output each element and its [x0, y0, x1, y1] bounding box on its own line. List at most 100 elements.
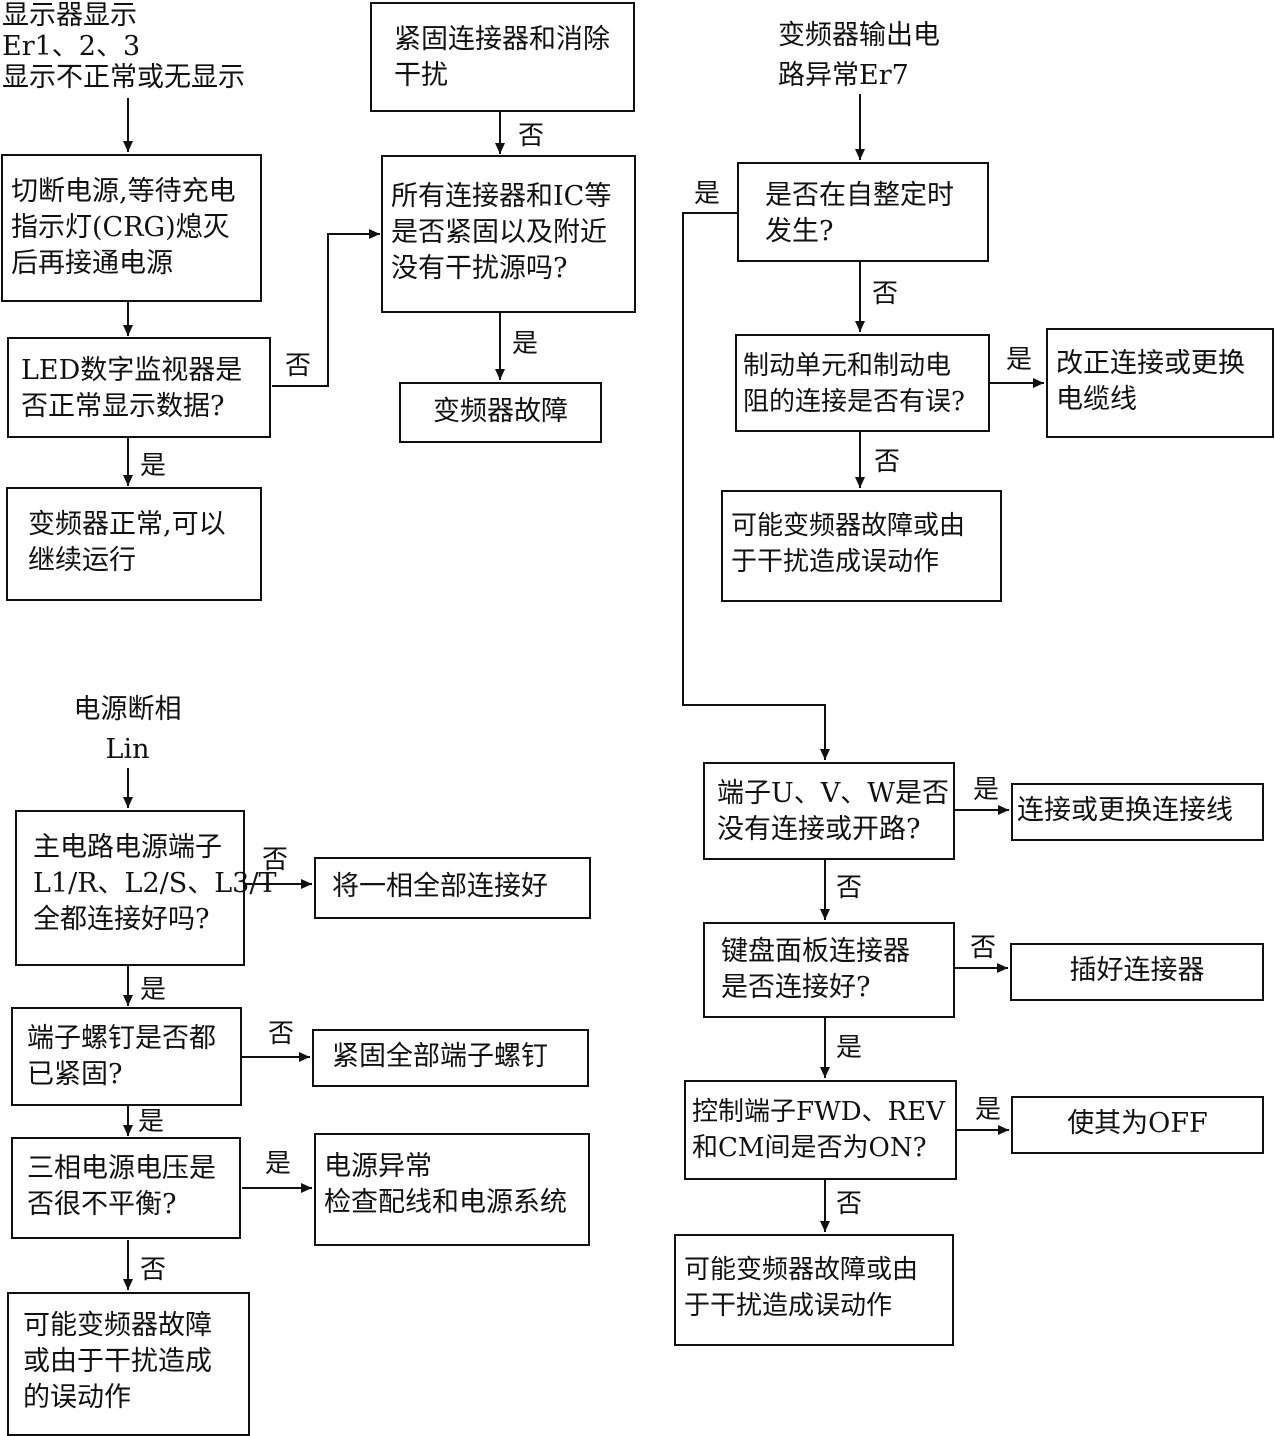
- flow1-step-power-cycle-line: 切断电源,等待充电: [11, 176, 236, 207]
- flow3-action-fix-brake-line: 改正连接或更换: [1056, 348, 1245, 379]
- flow3-question-autotune: 是否在自整定时发生?: [737, 162, 989, 262]
- label-ctrl-no: 否: [836, 1189, 863, 1219]
- flow3-question-keypad-line: 是否连接好?: [721, 972, 871, 1003]
- flow3-action-fix-brake-line: 电缆线: [1056, 384, 1137, 415]
- flow3-result-brake-fault-line: 可能变频器故障或由: [731, 511, 966, 541]
- flow3-question-keypad: 键盘面板连接器是否连接好?: [703, 922, 955, 1018]
- flow3-action-set-off-line: 使其为OFF: [1067, 1108, 1208, 1139]
- flow2-question-screws: 端子螺钉是否都已紧固?: [11, 1007, 242, 1106]
- flow3-question-brake-line: 制动单元和制动电: [743, 351, 952, 381]
- label-connector-yes: 是: [512, 329, 539, 359]
- label-brake-no: 否: [874, 447, 901, 477]
- label-brake-yes: 是: [1006, 345, 1033, 375]
- label-uvw-no: 否: [836, 873, 863, 903]
- flow2-result-possible-fault-line: 的误动作: [23, 1382, 131, 1413]
- flow3-result-brake-fault-line: 于干扰造成误动作: [731, 547, 940, 577]
- flow3-title: 变频器输出电路异常Er7: [778, 16, 940, 96]
- flow2-question-voltage-imbalance-line: 三相电源电压是: [27, 1153, 216, 1184]
- flow1-action-fix-connectors-line: 紧固连接器和消除: [394, 24, 610, 55]
- flow3-question-control-terminals-line: 和CM间是否为ON?: [692, 1133, 927, 1163]
- flow3-result-brake-fault: 可能变频器故障或由于干扰造成误动作: [721, 490, 1002, 602]
- label-terminals-yes: 是: [140, 975, 167, 1005]
- flow3-question-keypad-line: 键盘面板连接器: [721, 936, 910, 967]
- flow1-result-normal: 变频器正常,可以继续运行: [6, 487, 262, 601]
- flow2-action-tighten-screws: 紧固全部端子螺钉: [312, 1029, 589, 1087]
- flow3-action-uvw-line: 连接或更换连接线: [1017, 795, 1233, 826]
- flow2-result-possible-fault: 可能变频器故障或由于干扰造成的误动作: [7, 1292, 250, 1436]
- label-uvw-yes: 是: [973, 775, 1000, 805]
- flow1-question-connectors: 所有连接器和IC等是否紧固以及附近没有干扰源吗?: [381, 155, 636, 313]
- flow2-question-main-terminals-line: 主电路电源端子: [33, 832, 222, 863]
- flow2-question-main-terminals-line: L1/R、L2/S、L3/T: [33, 868, 277, 899]
- flow3-question-autotune-line: 发生?: [765, 216, 834, 247]
- label-led-no: 否: [285, 351, 312, 381]
- label-connector-no: 否: [518, 121, 545, 151]
- flow3-action-keypad-line: 插好连接器: [1069, 955, 1205, 986]
- flow1-question-led-display: LED数字监视器是否正常显示数据?: [7, 337, 271, 438]
- flow1-title-line: 显示器显示: [2, 0, 137, 31]
- label-screws-no: 否: [268, 1019, 295, 1049]
- flow3-question-uvw: 端子U、V、W是否没有连接或开路?: [703, 762, 955, 860]
- flow3-action-keypad: 插好连接器: [1010, 943, 1264, 1001]
- flow3-action-uvw: 连接或更换连接线: [1011, 783, 1264, 841]
- flow2-action-tighten-screws-line: 紧固全部端子螺钉: [332, 1041, 548, 1072]
- label-screws-yes: 是: [138, 1107, 165, 1137]
- flow1-action-fix-connectors: 紧固连接器和消除干扰: [370, 2, 635, 112]
- flow1-step-power-cycle: 切断电源,等待充电指示灯(CRG)熄灭后再接通电源: [1, 154, 262, 302]
- label-autotune-yes: 是: [694, 179, 721, 209]
- flow1-question-led-display-line: LED数字监视器是: [21, 355, 243, 386]
- flow2-question-voltage-imbalance: 三相电源电压是否很不平衡?: [11, 1137, 241, 1239]
- label-keypad-yes: 是: [836, 1033, 863, 1063]
- flow2-action-check-power: 电源异常检查配线和电源系统: [314, 1133, 590, 1246]
- flow3-question-uvw-line: 端子U、V、W是否: [717, 778, 950, 809]
- label-led-yes: 是: [140, 451, 167, 481]
- flow3-result-possible-fault-line: 可能变频器故障或由: [684, 1255, 919, 1285]
- flow2-action-connect-phase: 将一相全部连接好: [314, 857, 591, 919]
- flow2-question-screws-line: 已紧固?: [27, 1059, 123, 1090]
- flow2-question-main-terminals: 主电路电源端子 L1/R、L2/S、L3/T 全都连接好吗?: [15, 810, 277, 966]
- flow3-title-line: 路异常Er7: [778, 60, 909, 91]
- flow1-result-inverter-fault: 变频器故障: [399, 382, 602, 443]
- flow3-question-autotune-line: 是否在自整定时: [765, 180, 954, 211]
- label-voltage-yes: 是: [265, 1149, 292, 1179]
- flow2-question-screws-line: 端子螺钉是否都: [27, 1023, 216, 1054]
- label-ctrl-yes: 是: [975, 1095, 1002, 1125]
- arrow-autotune-yes-to-uvw: [682, 212, 830, 760]
- flow1-title-line: Er1、2、3: [2, 31, 141, 62]
- flow3-title-line: 变频器输出电: [778, 20, 940, 51]
- flow1-question-connectors-line: 是否紧固以及附近: [391, 217, 607, 248]
- flow2-title: 电源断相 Lin: [55, 690, 200, 770]
- arrow-led-to-connector: [272, 229, 380, 387]
- flow3-question-brake-line: 阻的连接是否有误?: [743, 387, 965, 417]
- flow1-action-fix-connectors-line: 干扰: [394, 60, 448, 91]
- flow3-action-fix-brake: 改正连接或更换电缆线: [1046, 328, 1274, 438]
- flow3-result-possible-fault: 可能变频器故障或由于干扰造成误动作: [674, 1234, 954, 1346]
- flow1-question-connectors-line: 所有连接器和IC等: [391, 181, 612, 212]
- flow2-result-possible-fault-line: 可能变频器故障: [23, 1310, 212, 1341]
- flow1-title-line: 显示不正常或无显示: [2, 62, 245, 93]
- flow1-step-power-cycle-line: 指示灯(CRG)熄灭: [11, 212, 230, 243]
- flow2-result-possible-fault-line: 或由于干扰造成: [23, 1346, 212, 1377]
- flow2-action-connect-phase-line: 将一相全部连接好: [332, 871, 548, 902]
- flow2-question-voltage-imbalance-line: 否很不平衡?: [27, 1189, 177, 1220]
- flow1-question-connectors-line: 没有干扰源吗?: [391, 253, 568, 284]
- flow1-result-normal-line: 继续运行: [28, 545, 136, 576]
- flow3-result-possible-fault-line: 于干扰造成误动作: [684, 1291, 893, 1321]
- flow2-title-line: Lin: [105, 734, 150, 765]
- flow2-action-check-power-line: 检查配线和电源系统: [324, 1187, 567, 1218]
- flow1-result-normal-line: 变频器正常,可以: [28, 509, 226, 540]
- flow1-question-led-display-line: 否正常显示数据?: [21, 391, 225, 422]
- label-voltage-no: 否: [140, 1255, 167, 1285]
- flow2-question-main-terminals-line: 全都连接好吗?: [33, 904, 210, 935]
- label-autotune-no: 否: [872, 279, 899, 309]
- flow2-action-check-power-line: 电源异常: [324, 1151, 432, 1182]
- flow1-step-power-cycle-line: 后再接通电源: [11, 248, 173, 279]
- flow3-action-set-off: 使其为OFF: [1011, 1096, 1264, 1154]
- flow2-title-line: 电源断相: [73, 694, 182, 725]
- flow3-question-brake: 制动单元和制动电阻的连接是否有误?: [735, 334, 990, 432]
- flow3-question-uvw-line: 没有连接或开路?: [717, 814, 921, 845]
- label-terminals-no: 否: [262, 845, 289, 875]
